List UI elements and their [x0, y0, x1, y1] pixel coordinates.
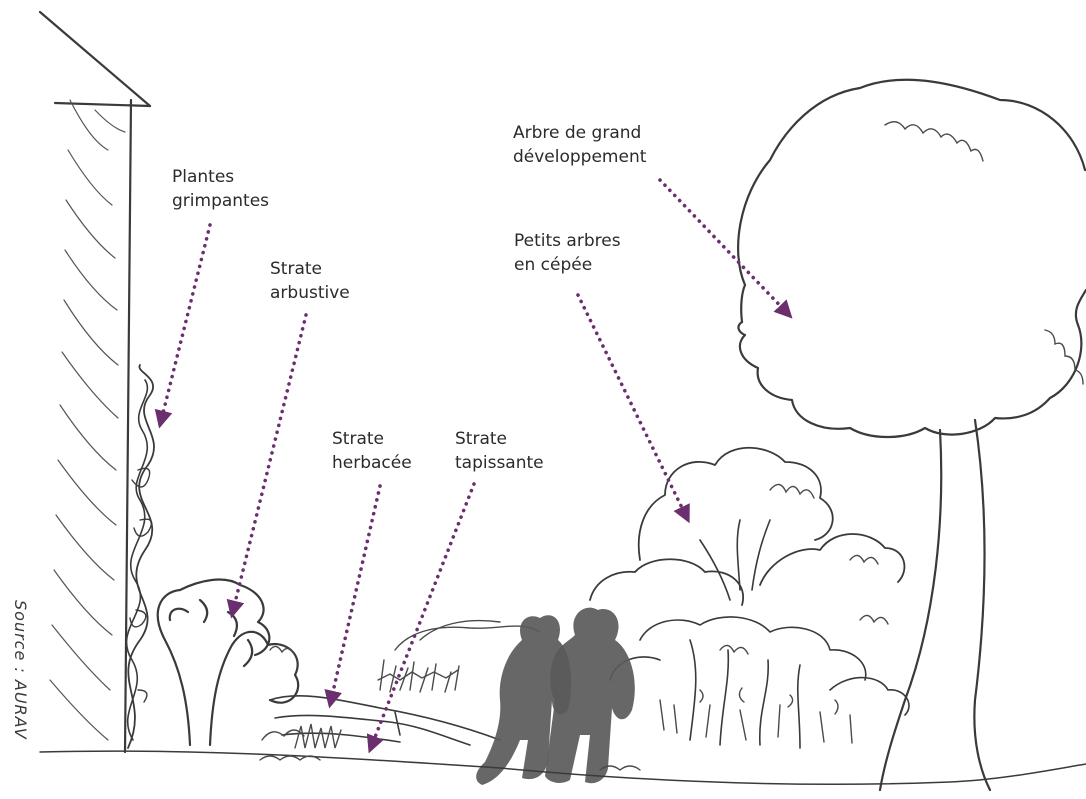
label-line: Strate [270, 257, 350, 281]
shrub-layer [158, 580, 298, 745]
label-strate-tapissante: Strate tapissante [455, 427, 544, 475]
label-line: arbustive [270, 281, 350, 305]
label-strate-arbustive: Strate arbustive [270, 257, 350, 305]
arrow-plantes [160, 225, 210, 425]
label-arbre-grand: Arbre de grand développement [513, 121, 646, 169]
arrow-herbacee [330, 486, 380, 705]
arrow-tapissante [370, 484, 474, 750]
label-line: herbacée [332, 451, 412, 475]
label-line: en cépée [514, 253, 621, 277]
label-line: Plantes [172, 165, 269, 189]
small-trees-cepee [590, 448, 909, 748]
label-line: développement [513, 145, 646, 169]
people-silhouette [476, 608, 635, 785]
label-line: Arbre de grand [513, 121, 646, 145]
arrow-arbustive [232, 315, 306, 615]
source-credit: Source : AURAV [6, 600, 30, 730]
arrow-grand [660, 180, 790, 316]
label-strate-herbacee: Strate herbacée [332, 427, 412, 475]
climbing-plant [127, 365, 154, 748]
label-petits-arbres: Petits arbres en cépée [514, 229, 621, 277]
label-plantes-grimpantes: Plantes grimpantes [172, 165, 269, 213]
large-tree [738, 80, 1086, 790]
label-line: Petits arbres [514, 229, 621, 253]
arrow-cepee [578, 295, 688, 520]
label-line: Strate [455, 427, 544, 451]
building-wall [40, 12, 150, 752]
label-line: Strate [332, 427, 412, 451]
label-line: grimpantes [172, 189, 269, 213]
label-line: tapissante [455, 451, 544, 475]
